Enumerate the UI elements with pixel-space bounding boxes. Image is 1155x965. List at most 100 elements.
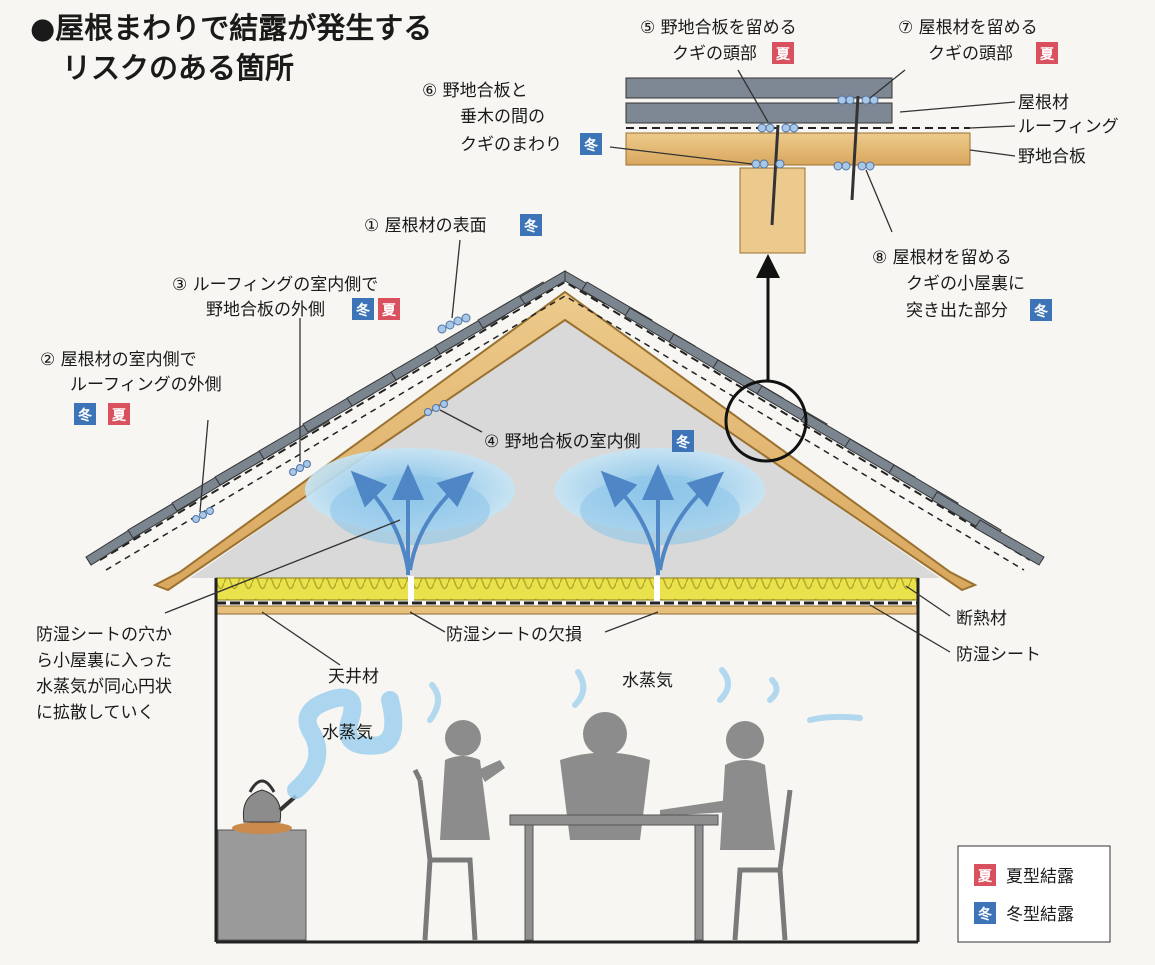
callout-4: ④ 野地合板の室内側 冬: [484, 430, 694, 452]
ceiling-board: [215, 605, 919, 615]
callout-5-line2: クギの頭部: [672, 44, 757, 64]
callout-7-line1: ⑦ 屋根材を留める: [898, 18, 1038, 38]
leader-lines: [164, 69, 1016, 666]
hole-note: 防湿シートの穴か ら小屋裏に入った 水蒸気が同心円状 に拡散していく: [36, 625, 172, 723]
callout-1-text: ① 屋根材の表面: [364, 216, 487, 236]
people-silhouettes: [440, 712, 775, 850]
zoom-arrow-head: [756, 254, 780, 278]
callout-4-text: ④ 野地合板の室内側: [484, 432, 641, 452]
badge-summer-text: 夏: [776, 46, 791, 63]
callout-6-line3: クギのまわり: [460, 135, 562, 155]
legend: 夏 夏型結露 冬 冬型結露: [957, 845, 1111, 943]
badge-summer: [378, 298, 400, 320]
badge-winter-text: 冬: [356, 302, 370, 319]
room-interior: [217, 667, 863, 941]
hole-note-line1: 防湿シートの穴か: [36, 625, 172, 645]
callout-6-line1: ⑥ 野地合板と: [422, 81, 528, 101]
callout-6-line2: 垂木の間の: [460, 107, 545, 127]
detail-sheathing-nail: [770, 124, 780, 226]
chairs: [412, 768, 793, 941]
badge-winter: [74, 403, 96, 425]
left-roof-tiles: [85, 270, 566, 566]
detail-inset: [625, 77, 971, 463]
steam-wisps: [427, 667, 863, 723]
kettle-steam: [287, 688, 403, 799]
callout-5: ⑤ 野地合板を留める クギの頭部 夏: [640, 18, 797, 64]
callout-8: ⑧ 屋根材を留める クギの小屋裏に 突き出た部分 冬: [872, 248, 1052, 321]
badge-winter-text: 冬: [78, 407, 92, 424]
callout-3-line2: 野地合板の外側: [206, 300, 325, 320]
label-roofing-material: 屋根材: [1018, 93, 1069, 113]
house: [85, 270, 1045, 944]
callout-3-line1: ③ ルーフィングの室内側で: [172, 275, 378, 295]
roofing-felt-line: [99, 280, 1031, 561]
stove: [217, 829, 307, 941]
label-steam-right: 水蒸気: [622, 671, 673, 691]
sheathing-line: [105, 295, 1025, 571]
legend-winter-badge: 冬: [978, 906, 992, 923]
barrier-gap-left: [408, 576, 414, 616]
detail-sheathing: [625, 132, 971, 166]
stove-burner: [232, 822, 292, 834]
vapor-cloud-left: [305, 448, 515, 575]
callout-2-line2: ルーフィングの外側: [70, 375, 222, 395]
detail-roof-tile-lower: [625, 102, 893, 124]
callout-7: ⑦ 屋根材を留める クギの頭部 夏: [898, 18, 1058, 64]
badge-summer-text: 夏: [382, 302, 397, 319]
detail-roof-tile-upper: [625, 77, 893, 99]
badge-winter-text: 冬: [524, 218, 538, 235]
badge-winter-text: 冬: [676, 434, 690, 451]
callout-2: ② 屋根材の室内側で ルーフィングの外側 冬 夏: [40, 350, 222, 425]
legend-summer-swatch: [974, 864, 996, 886]
callout-2-line1: ② 屋根材の室内側で: [40, 350, 197, 370]
label-roofing-felt: ルーフィング: [1018, 117, 1119, 137]
callout-7-line2: クギの頭部: [928, 44, 1013, 64]
badge-summer-text: 夏: [112, 407, 127, 424]
label-barrier-damage: 防湿シートの欠損: [446, 625, 582, 645]
label-steam-left: 水蒸気: [322, 723, 373, 743]
label-sheathing: 野地合板: [1018, 147, 1086, 167]
legend-winter-label: 冬型結露: [1006, 905, 1074, 925]
zoom-circle: [724, 379, 808, 463]
label-vapor-barrier: 防湿シート: [956, 645, 1041, 665]
callout-8-line2: クギの小屋裏に: [906, 273, 1025, 294]
dining-table: [509, 814, 719, 941]
callout-8-line1: ⑧ 屋根材を留める: [872, 248, 1012, 268]
vapor-cloud-right: [555, 448, 765, 575]
hole-note-line4: に拡散していく: [36, 703, 155, 723]
callout-8-line3: 突き出た部分: [906, 301, 1008, 321]
label-insulation: 断熱材: [956, 609, 1007, 629]
detail-roof-nail: [850, 95, 860, 201]
badge-winter: [580, 133, 602, 155]
legend-summer-label: 夏型結露: [1006, 867, 1074, 887]
hole-note-line3: 水蒸気が同心円状: [36, 677, 172, 697]
badge-winter: [352, 298, 374, 320]
detail-droplets: [751, 95, 879, 171]
page-title-line1: ●屋根まわりで結露が発生する: [30, 11, 432, 45]
condensation-droplets: [192, 313, 471, 523]
badge-summer: [1036, 42, 1058, 64]
badge-winter-text: 冬: [1034, 303, 1048, 320]
legend-summer-badge: 夏: [978, 868, 993, 885]
right-roof-tiles: [564, 270, 1045, 566]
hole-note-line2: ら小屋裏に入った: [36, 650, 172, 671]
callout-6: ⑥ 野地合板と 垂木の間の クギのまわり 冬: [422, 81, 602, 155]
callout-3: ③ ルーフィングの室内側で 野地合板の外側 冬 夏: [172, 275, 400, 320]
badge-winter: [520, 214, 542, 236]
rafters: [152, 290, 978, 592]
page-title-line2: リスクのある箇所: [62, 51, 294, 85]
callout-5-line1: ⑤ 野地合板を留める: [640, 18, 797, 38]
legend-winter-swatch: [974, 902, 996, 924]
badge-summer: [772, 42, 794, 64]
label-ceiling: 天井材: [328, 667, 379, 687]
barrier-gap-right: [654, 576, 660, 616]
legend-box: [957, 845, 1111, 943]
insulation-layer: [215, 577, 919, 601]
badge-summer-text: 夏: [1040, 46, 1055, 63]
badge-summer: [108, 403, 130, 425]
badge-winter-text: 冬: [584, 137, 598, 154]
badge-winter: [1030, 299, 1052, 321]
badge-winter: [672, 430, 694, 452]
